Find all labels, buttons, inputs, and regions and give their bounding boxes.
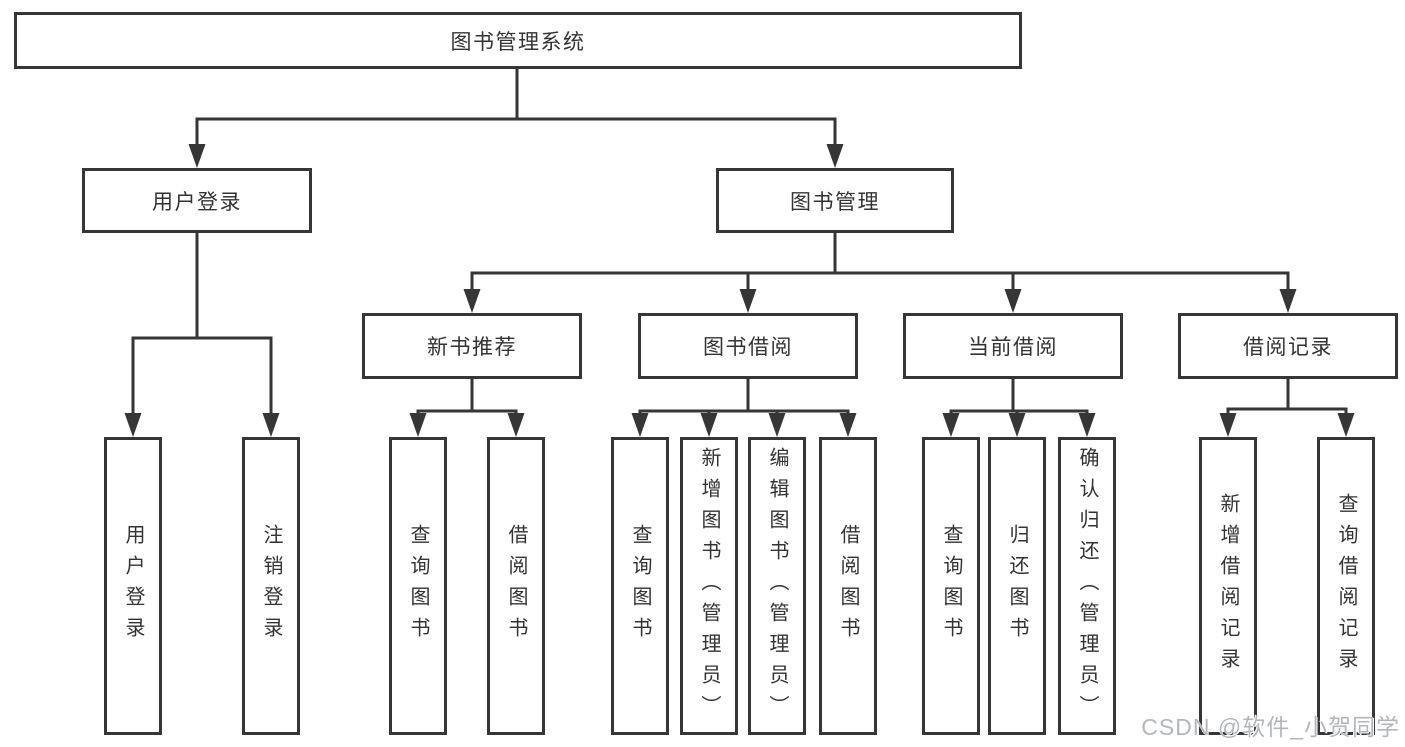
leaf-label: 查询借阅记录 (1335, 493, 1357, 679)
node-label: 图书管理系统 (450, 30, 586, 54)
leaf-query-borrow-record: 查询借阅记录 (1317, 437, 1375, 735)
leaf-query-books-borrow: 查询图书 (611, 437, 669, 735)
leaf-label: 借阅图书 (837, 524, 859, 648)
leaf-label: 借阅图书 (505, 524, 527, 648)
node-current-borrowing: 当前借阅 (903, 313, 1123, 379)
leaf-return-books: 归还图书 (988, 437, 1046, 735)
leaf-borrow-books: 借阅图书 (819, 437, 877, 735)
node-borrowing-records: 借阅记录 (1178, 313, 1398, 379)
node-book-management: 图书管理 (716, 168, 954, 233)
leaf-label: 查询图书 (407, 524, 429, 648)
node-label: 借阅记录 (1243, 336, 1333, 359)
leaf-label: 用户登录 (122, 524, 144, 648)
node-new-book-recommendation: 新书推荐 (362, 313, 582, 379)
leaf-label: 注销登录 (260, 524, 282, 648)
leaf-label: 新增图书（管理员） (698, 446, 720, 726)
leaf-label: 新增借阅记录 (1217, 493, 1239, 679)
leaf-edit-books-admin: 编辑图书（管理员） (748, 437, 806, 735)
node-label: 图书管理 (790, 190, 880, 214)
watermark: CSDN @软件_小贺同学 (1141, 714, 1400, 740)
node-user-login: 用户登录 (82, 168, 312, 233)
leaf-borrow-books-recommend: 借阅图书 (487, 437, 545, 735)
node-label: 当前借阅 (968, 336, 1058, 359)
leaf-user-login: 用户登录 (104, 437, 162, 735)
node-library-management-system: 图书管理系统 (14, 12, 1022, 69)
leaf-label: 查询图书 (629, 524, 651, 648)
leaf-query-books-recommend: 查询图书 (389, 437, 447, 735)
node-book-borrowing: 图书借阅 (638, 313, 858, 379)
leaf-add-borrow-record: 新增借阅记录 (1199, 437, 1257, 735)
leaf-label: 确认归还（管理员） (1076, 446, 1098, 726)
leaf-label: 编辑图书（管理员） (766, 446, 788, 726)
node-label: 图书借阅 (703, 336, 793, 359)
leaf-query-books-current: 查询图书 (922, 437, 980, 735)
node-label: 用户登录 (152, 190, 242, 214)
leaf-label: 查询图书 (940, 524, 962, 648)
leaf-confirm-return-admin: 确认归还（管理员） (1058, 437, 1116, 735)
leaf-logout: 注销登录 (242, 437, 300, 735)
leaf-add-books-admin: 新增图书（管理员） (680, 437, 738, 735)
leaf-label: 归还图书 (1006, 524, 1028, 648)
node-label: 新书推荐 (427, 336, 517, 359)
